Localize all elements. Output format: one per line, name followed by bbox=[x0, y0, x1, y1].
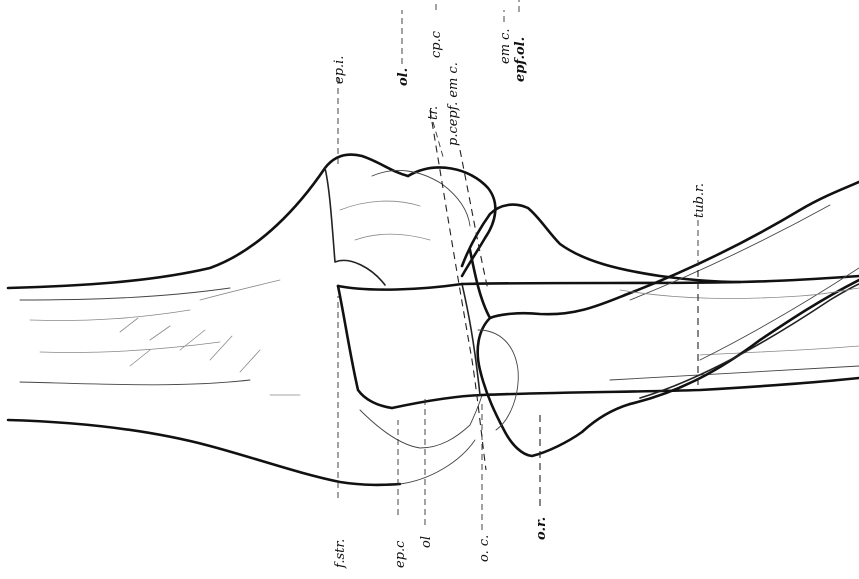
label-em-c: em c. bbox=[498, 28, 513, 64]
label-ep-i: ep.i. bbox=[332, 56, 347, 84]
label-cp-c: cp.c bbox=[429, 30, 444, 58]
dashed-references bbox=[430, 110, 698, 510]
labels: ol. cp.c p.cepf. em c. em c. epf.ol. tr.… bbox=[332, 28, 707, 569]
olecranon-right-edge bbox=[462, 284, 480, 395]
label-f-str: f.str. bbox=[333, 539, 348, 569]
olecranon-bottom-edge bbox=[392, 395, 482, 408]
label-tr: tr. bbox=[426, 106, 441, 120]
radius-head-lower bbox=[478, 318, 630, 456]
humerus-outline bbox=[8, 155, 408, 485]
olecranon-left-edge bbox=[338, 286, 392, 408]
condyle-inner-arc bbox=[372, 170, 470, 226]
label-o-r: o.r. bbox=[534, 517, 549, 540]
label-ol-bottom: ol bbox=[419, 536, 434, 548]
olecranon-top-edge bbox=[338, 284, 462, 290]
label-ol-top: ol. bbox=[396, 68, 411, 86]
radius-shaft-fine-1 bbox=[630, 205, 830, 300]
olecranon-block bbox=[338, 284, 482, 484]
epicondyle-outline bbox=[325, 168, 385, 285]
ulna-mid-line bbox=[610, 366, 859, 380]
humerus-shaft-trabeculae bbox=[30, 280, 300, 395]
label-o-c: o. c. bbox=[477, 535, 492, 562]
arm-lower-contour bbox=[8, 420, 400, 485]
label-tub-r: tub.r. bbox=[692, 183, 707, 218]
leader-tr bbox=[433, 122, 444, 160]
label-p-cepf-em-c: p.cepf. em c. bbox=[446, 62, 461, 146]
condyle-head bbox=[408, 167, 495, 276]
humerus-inner-contour bbox=[20, 288, 250, 385]
radius bbox=[462, 182, 859, 456]
condyle-shading bbox=[340, 201, 430, 240]
label-ep-c: ep.c bbox=[393, 540, 408, 568]
arm-upper-contour bbox=[8, 155, 408, 289]
label-epf-ol: epf.ol. bbox=[513, 37, 528, 82]
olecranon-lower-outline bbox=[400, 440, 475, 484]
trochlear-axis-line bbox=[430, 110, 486, 470]
ulna-shaft bbox=[462, 276, 859, 395]
